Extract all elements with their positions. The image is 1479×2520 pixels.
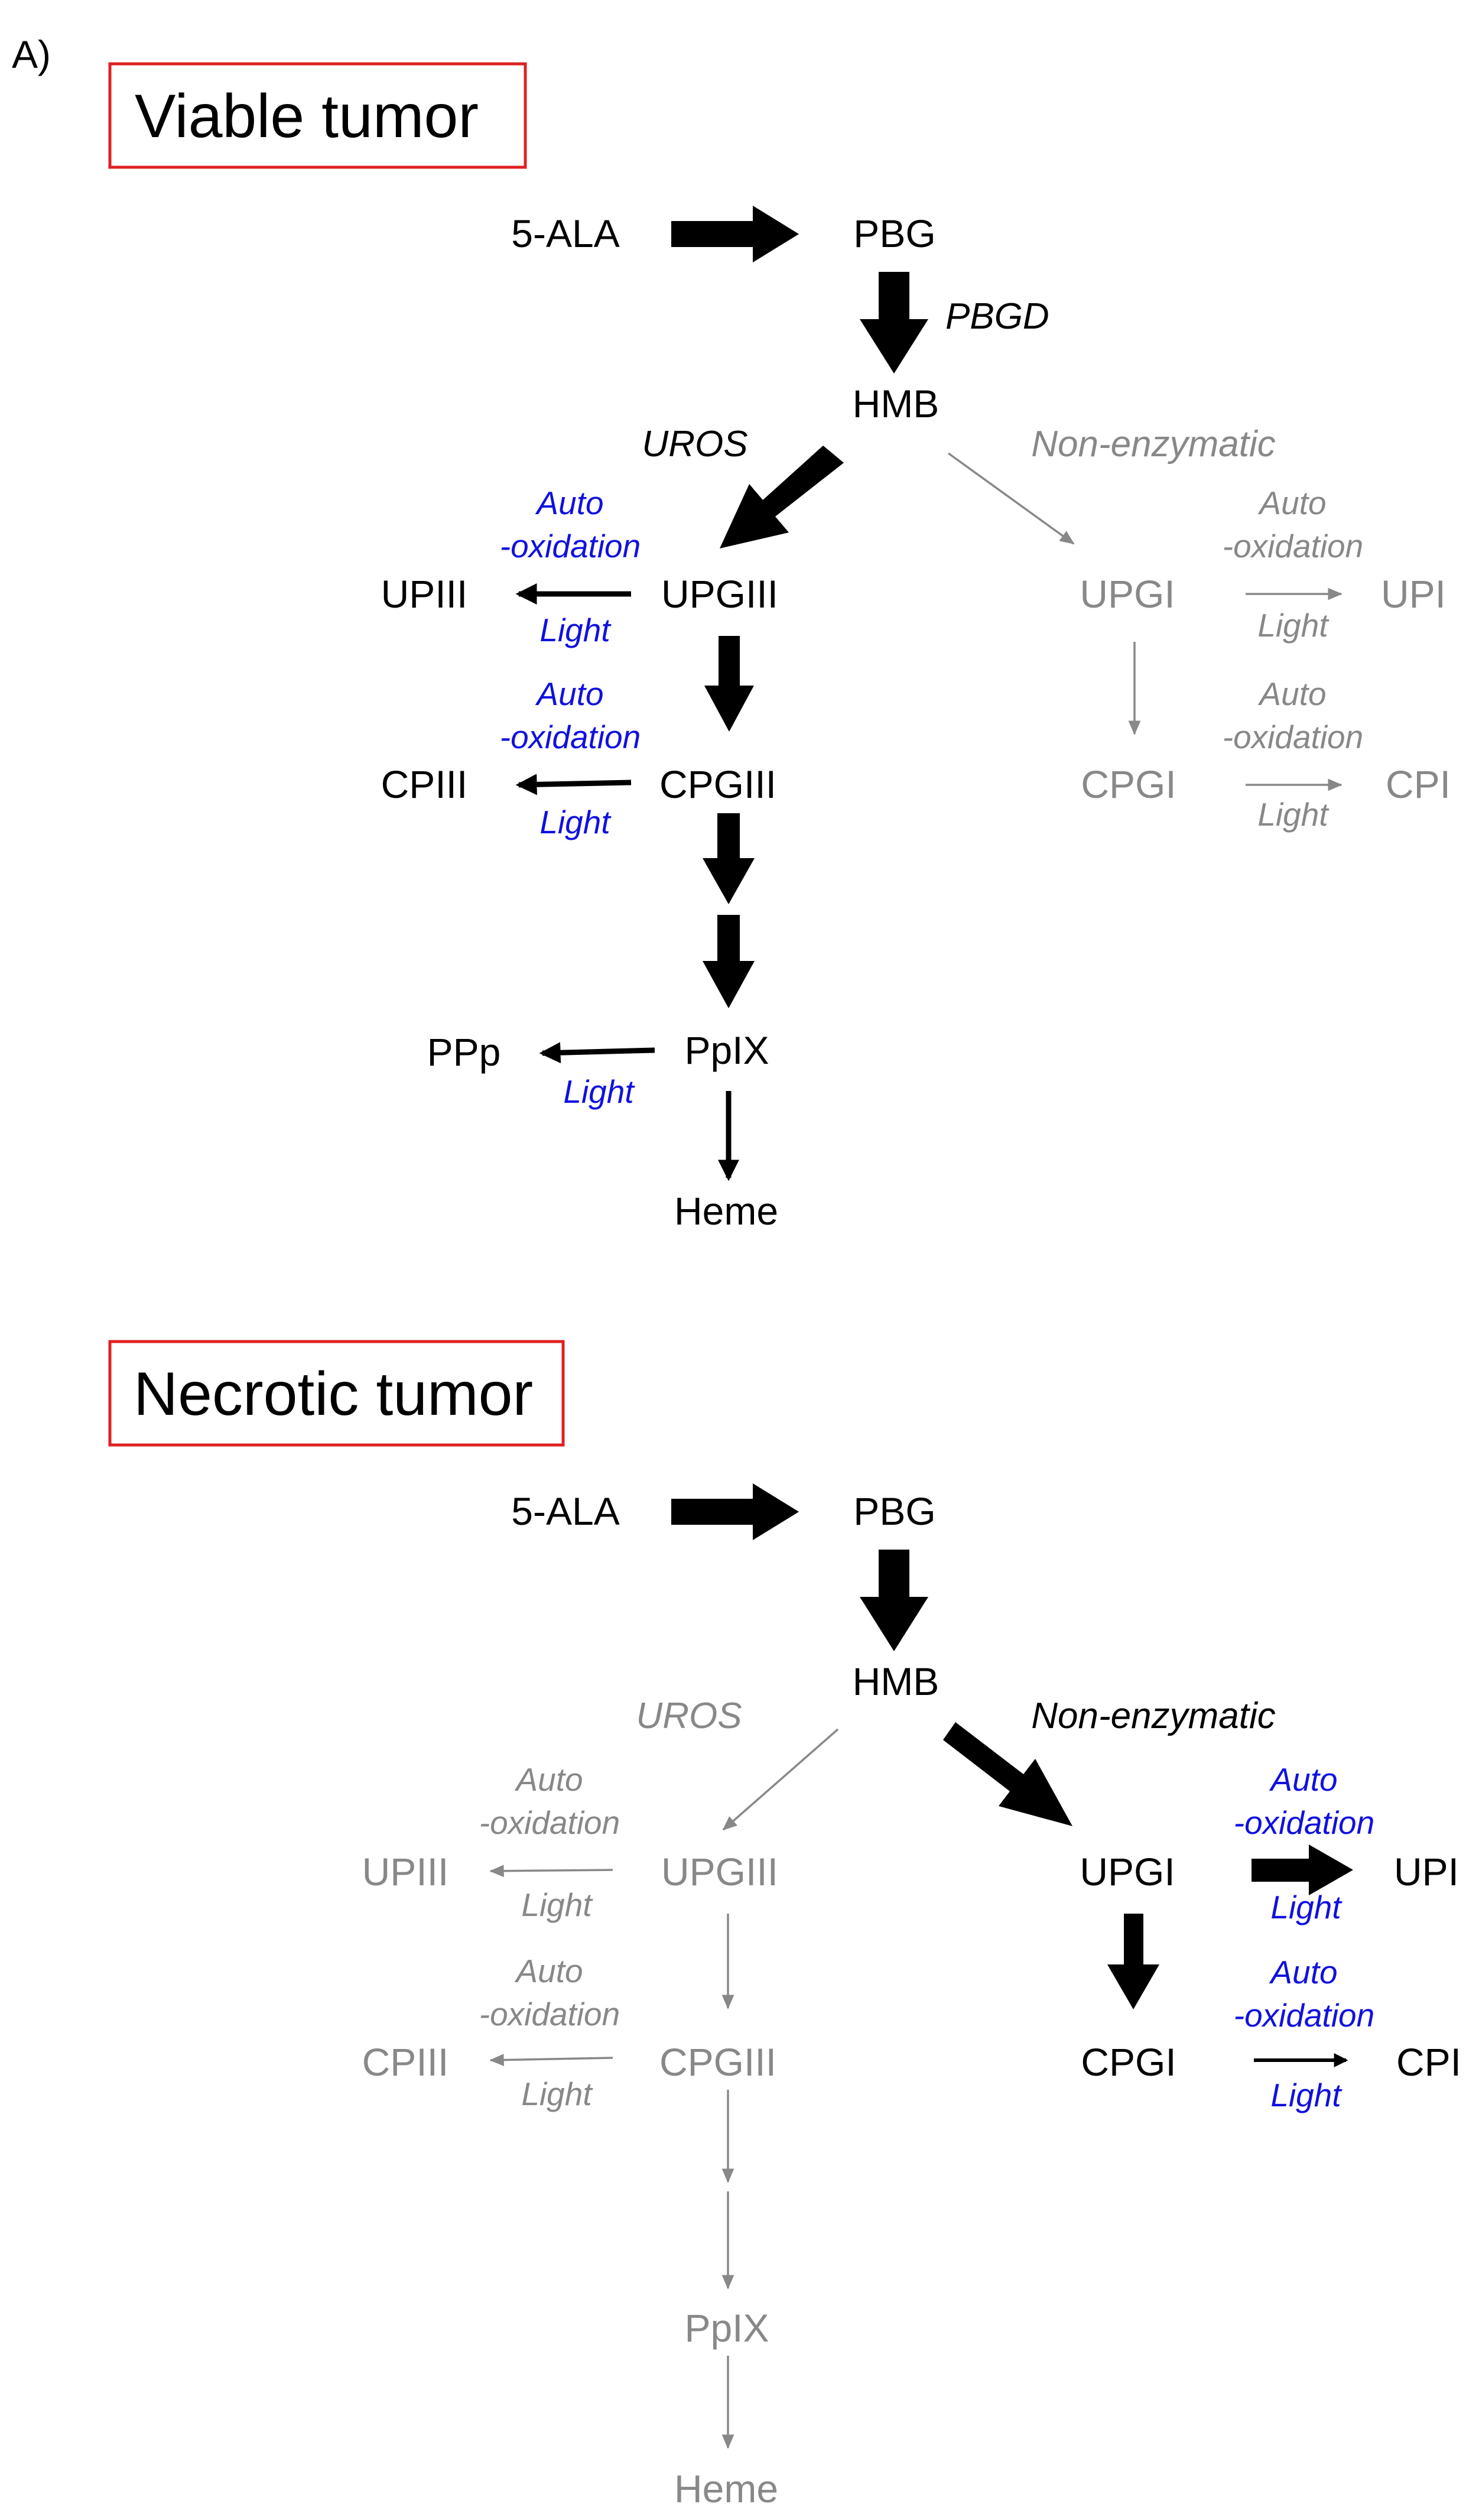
node-upi: UPI — [1394, 1850, 1459, 1894]
upi-light-label: Light — [1270, 1889, 1343, 1925]
node-ppix: PpIX — [684, 1028, 769, 1072]
arrow-ala-to-pbg — [671, 206, 799, 262]
arrow-pbg-to-hmb — [860, 272, 928, 374]
cpi-oxidation-label: -oxidation — [1223, 719, 1363, 755]
viable-title-box — [108, 62, 527, 169]
arrow-upgi-to-upi — [1252, 1844, 1353, 1895]
node-heme: Heme — [674, 1189, 778, 1233]
arrow-to-ppix — [703, 915, 755, 1008]
upiii-auto-label: Auto — [514, 1761, 583, 1798]
arrow-cpgiii-down — [703, 813, 755, 904]
node-upgiii: UPGIII — [661, 1850, 778, 1894]
upi-auto-label: Auto — [1257, 485, 1326, 521]
panel-label: A) — [12, 33, 51, 76]
node-cpgi: CPGI — [1081, 2040, 1176, 2084]
node-ppp: PPp — [427, 1030, 501, 1074]
label-non-enzymatic: Non-enzymatic — [1031, 1696, 1275, 1736]
cpi-auto-label: Auto — [1257, 676, 1326, 712]
label-non-enzymatic: Non-enzymatic — [1031, 424, 1275, 465]
cpi-auto-label: Auto — [1269, 1954, 1337, 1990]
node-hmb: HMB — [853, 1660, 940, 1703]
enzyme-uros: UROS — [636, 1696, 742, 1736]
arrow-hmb-to-upgiii — [722, 1728, 839, 1831]
node-cpgiii: CPGIII — [659, 2040, 776, 2084]
node-ppix: PpIX — [684, 2306, 769, 2350]
node-upiii: UPIII — [362, 1850, 449, 1894]
node-cpgiii: CPGIII — [659, 762, 776, 806]
cpiii-light-label: Light — [539, 804, 612, 840]
arrow-hmb-to-upgi — [947, 452, 1075, 545]
viable-title: Viable tumor — [135, 82, 479, 151]
arrow-ala-to-pbg — [671, 1483, 799, 1540]
node-upgi: UPGI — [1080, 1850, 1175, 1894]
arrow-pbg-to-hmb — [860, 1550, 928, 1651]
arrow-hmb-to-upgi — [943, 1722, 1072, 1826]
cpi-oxidation-label: -oxidation — [1234, 1997, 1374, 2034]
node-upgi: UPGI — [1080, 572, 1175, 616]
arrow-cpgiii-to-cpiii — [515, 774, 632, 795]
enzyme-uros: UROS — [642, 424, 747, 465]
arrow-ppix-to-ppp — [539, 1042, 655, 1064]
node-upgiii: UPGIII — [661, 572, 778, 616]
node-pbg: PBG — [853, 1489, 935, 1533]
upi-oxidation-label: -oxidation — [1234, 1804, 1374, 1841]
cpi-light-label: Light — [1257, 796, 1330, 833]
upiii-oxidation-label: -oxidation — [479, 1804, 620, 1841]
viable-tumor-panel: Viable tumor 5-ALA PBG HMB UPGIII UPIII … — [108, 62, 1451, 1233]
node-upi: UPI — [1381, 572, 1446, 616]
node-cpi: CPI — [1396, 2040, 1461, 2084]
cpiii-oxidation-label: -oxidation — [479, 1996, 620, 2032]
necrotic-title-box — [108, 1340, 565, 1447]
arrow-upgiii-to-cpgiii — [704, 636, 754, 732]
node-upiii: UPIII — [381, 572, 468, 616]
upiii-light-label: Light — [521, 1886, 593, 1923]
cpiii-auto-label: Auto — [514, 1953, 583, 1989]
node-pbg: PBG — [853, 212, 935, 255]
necrotic-tumor-panel: Necrotic tumor 5-ALA PBG HMB UPGIII UPII… — [108, 1340, 1461, 2511]
necrotic-title: Necrotic tumor — [134, 1360, 533, 1428]
node-5-ala: 5-ALA — [511, 212, 619, 255]
upiii-oxidation-label: -oxidation — [500, 528, 641, 564]
upi-auto-label: Auto — [1269, 1761, 1337, 1798]
node-5-ala: 5-ALA — [511, 1489, 619, 1533]
cpiii-oxidation-label: -oxidation — [500, 719, 641, 755]
node-cpiii: CPIII — [362, 2040, 449, 2084]
node-cpiii: CPIII — [381, 762, 468, 806]
node-heme: Heme — [674, 2467, 778, 2511]
cpiii-auto-label: Auto — [535, 676, 603, 712]
upiii-light-label: Light — [539, 612, 612, 648]
upiii-auto-label: Auto — [535, 485, 603, 521]
cpiii-light-label: Light — [521, 2076, 593, 2112]
arrow-upgiii-to-upiii — [489, 1865, 613, 1878]
node-hmb: HMB — [853, 382, 940, 426]
node-cpi: CPI — [1386, 762, 1451, 806]
arrow-upgi-to-cpgi — [1107, 1914, 1159, 2009]
arrow-cpgiii-to-cpiii — [489, 2054, 613, 2067]
upi-oxidation-label: -oxidation — [1223, 528, 1363, 564]
cpi-light-label: Light — [1270, 2077, 1343, 2113]
node-cpgi: CPGI — [1081, 762, 1176, 806]
ppp-light-label: Light — [563, 1073, 635, 1110]
arrow-hmb-to-upgiii — [720, 446, 844, 548]
upi-light-label: Light — [1257, 607, 1330, 644]
enzyme-pbgd: PBGD — [945, 296, 1049, 337]
